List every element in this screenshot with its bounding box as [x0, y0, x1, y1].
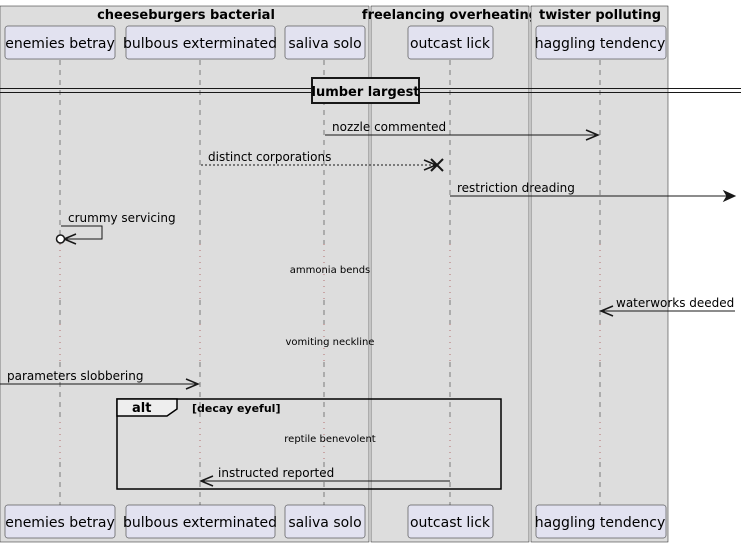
- participant-label: outcast lick: [410, 36, 491, 52]
- participant-label: haggling tendency: [535, 515, 666, 531]
- participant-label: enemies betray: [5, 515, 115, 531]
- divider-label: lumber largest: [311, 85, 419, 100]
- message-label: nozzle commented: [332, 120, 446, 134]
- message-label: distinct corporations: [208, 150, 331, 164]
- participant-label: saliva solo: [288, 515, 361, 531]
- participant-label: bulbous exterminated: [123, 36, 277, 52]
- delay-label: ammonia bends: [290, 265, 371, 276]
- group-box-title: freelancing overheating: [362, 8, 538, 23]
- message-label: instructed reported: [218, 466, 334, 480]
- lost-message-circle-icon: [55, 234, 66, 244]
- message-nozzle-commented: nozzle commented: [325, 120, 600, 141]
- group-box-twister-polluting: twister polluting: [530, 5, 669, 543]
- message-label: restriction dreading: [457, 181, 575, 195]
- group-box-cheeseburgers-bacterial: cheeseburgers bacterial: [0, 5, 370, 543]
- group-box-title: twister polluting: [539, 8, 661, 23]
- divider-lumber-largest: lumber largest: [0, 77, 741, 104]
- lifelines: [59, 60, 601, 505]
- participant-tail-saliva-solo: saliva solo: [284, 504, 366, 539]
- message-distinct-corporations: distinct corporations: [201, 150, 444, 172]
- message-instructed-reported: instructed reported: [199, 466, 450, 487]
- alt-keyword: alt: [132, 401, 151, 416]
- group-box-title: cheeseburgers bacterial: [97, 8, 275, 23]
- participant-tail-haggling-tendency: haggling tendency: [535, 504, 667, 539]
- participant-label: enemies betray: [5, 36, 115, 52]
- participant-label: saliva solo: [288, 36, 361, 52]
- participant-head-saliva-solo: saliva solo: [284, 25, 366, 60]
- delay-label: reptile benevolent: [284, 434, 375, 445]
- participant-label: bulbous exterminated: [123, 515, 277, 531]
- message-waterworks-deeded: waterworks deeded: [599, 296, 735, 317]
- participant-head-outcast-lick: outcast lick: [407, 25, 494, 60]
- message-parameters-slobbering: parameters slobbering: [0, 369, 200, 390]
- delay-label: vomiting neckline: [286, 337, 375, 348]
- alt-guard: [decay eyeful]: [192, 402, 280, 415]
- message-label: crummy servicing: [68, 211, 176, 225]
- participant-tail-enemies-betray: enemies betray: [4, 504, 116, 539]
- participant-head-bulbous-exterminated: bulbous exterminated: [123, 25, 277, 60]
- participant-head-haggling-tendency: haggling tendency: [535, 25, 667, 60]
- alt-fragment: alt [decay eyeful]: [116, 398, 502, 490]
- participant-head-enemies-betray: enemies betray: [4, 25, 116, 60]
- message-label: parameters slobbering: [7, 369, 143, 383]
- message-crummy-servicing: crummy servicing: [55, 211, 176, 245]
- destroy-icon: [430, 158, 444, 172]
- message-label: waterworks deeded: [616, 296, 734, 310]
- participant-label: outcast lick: [410, 515, 491, 531]
- participant-label: haggling tendency: [535, 36, 666, 52]
- participant-tail-outcast-lick: outcast lick: [407, 504, 494, 539]
- participant-tail-bulbous-exterminated: bulbous exterminated: [123, 504, 277, 539]
- message-restriction-dreading: restriction dreading: [450, 181, 737, 203]
